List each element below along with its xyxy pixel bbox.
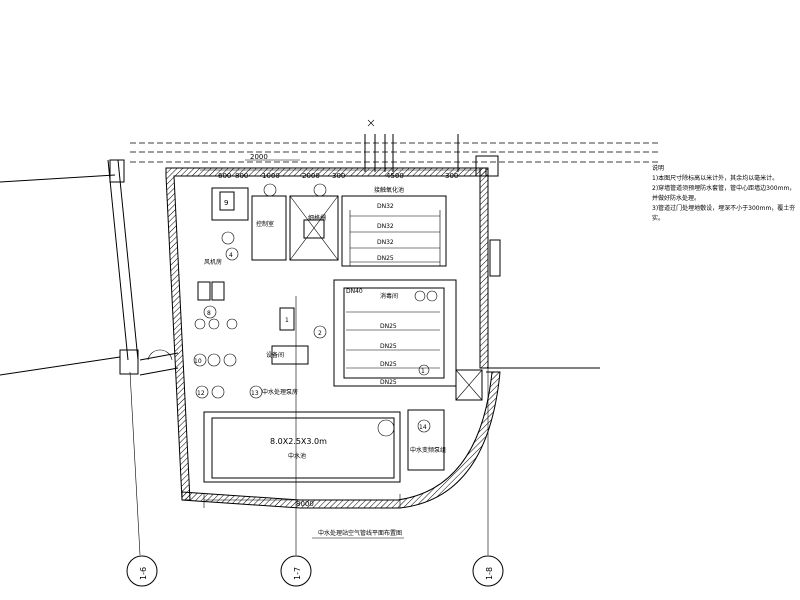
equip-8: 8	[207, 310, 211, 317]
equip-9: 9	[224, 199, 228, 207]
tag-dn25-a: DN25	[377, 255, 394, 262]
dim-top-6: 300	[445, 172, 458, 180]
notes-block: 说明 1)本图尺寸除标高以米计外，其余均以毫米计。 2)穿墙管道须预埋防水套管，…	[652, 164, 798, 224]
dim-top-5: 4500	[386, 172, 404, 180]
equip-14: 14	[419, 424, 427, 431]
left-corridor-walls	[0, 159, 179, 376]
tag-dn32-a: DN32	[377, 203, 394, 210]
label-pump-room-2: 中水变频泵组	[410, 446, 446, 454]
tag-dn25-c: DN25	[380, 343, 397, 350]
equip-12: 12	[197, 390, 205, 397]
label-contact-tank: 接触氧化池	[374, 186, 404, 194]
left-equipment-area: 风机房 4 8 10 12 13 中水处理泵房 1 2 设备间	[193, 231, 327, 399]
label-fine-screen: 细格栅	[308, 214, 326, 222]
dim-top-4: 300	[332, 172, 345, 180]
note-line-2: 2)穿墙管道须预埋防水套管，管中心距墙边300mm，并做好防水处理。	[652, 185, 796, 202]
axis-label-2: 1-7	[293, 567, 302, 580]
tag-dn25-e: DN25	[380, 379, 397, 386]
label-equipment-room: 设备间	[266, 351, 284, 359]
pool-area: 8.0X2.5X3.0m 中水池 14 中水变频泵组	[203, 409, 446, 483]
tag-dn40: DN40	[346, 288, 363, 295]
incoming-pipelines	[130, 134, 660, 172]
axis-label-3: 1-8	[485, 567, 494, 580]
label-control-room: 控制室	[256, 220, 274, 228]
note-line-1: 1)本图尺寸除标高以米计外，其余均以毫米计。	[652, 175, 779, 182]
right-tank-block: 消毒间 DN40 DN25 DN25 DN25 DN25 1	[333, 279, 457, 387]
equip-2: 2	[318, 330, 322, 337]
tag-dn25-d: DN25	[380, 361, 397, 368]
label-clear-water-tank: 中水池	[288, 452, 306, 460]
north-arrow-icon	[367, 119, 375, 127]
dim-bottom: 8000	[296, 500, 314, 508]
tag-dn32-b: DN32	[377, 223, 394, 230]
bottom-dimension-line: 8000	[203, 494, 401, 508]
label-disinfection: 消毒间	[380, 292, 398, 300]
dim-top-2: 1000	[262, 172, 280, 180]
label-reuse-pump-room: 中水处理泵房	[262, 388, 298, 396]
equip-1-right: 1	[421, 368, 425, 375]
equip-5: 4	[229, 252, 233, 259]
axis-label-1: 1-6	[139, 567, 148, 580]
notes-heading: 说明	[652, 165, 665, 172]
tag-dn25-b: DN25	[380, 323, 397, 330]
building-walls	[165, 155, 600, 509]
dim-top-upper: 2000	[250, 153, 268, 161]
dim-top-0: 600	[218, 172, 231, 180]
equip-10: 10	[194, 358, 202, 365]
dim-top-3: 2000	[302, 172, 320, 180]
tag-dn32-c: DN32	[377, 239, 394, 246]
drawing-title: 中水处理站空气管线平面布置图	[318, 529, 402, 537]
aeration-grid: DN32 DN32 DN32 DN25	[349, 203, 441, 266]
equip-13: 13	[251, 390, 259, 397]
top-dimension-line: 2000 600 800 1000 2000 300 4500 300	[200, 153, 480, 180]
dim-top-1: 800	[235, 172, 248, 180]
axis-grid: 1-6 1-7 1-8	[126, 296, 504, 587]
label-blower-room: 风机房	[204, 258, 222, 266]
note-line-3: 3)管道过门处埋地敷设，埋深不小于300mm，覆土夯实。	[652, 205, 796, 222]
upper-rooms: 9 控制室 细格栅 接触氧化池	[211, 183, 447, 267]
equip-1-left: 1	[285, 317, 289, 324]
label-pool-size: 8.0X2.5X3.0m	[270, 437, 327, 446]
